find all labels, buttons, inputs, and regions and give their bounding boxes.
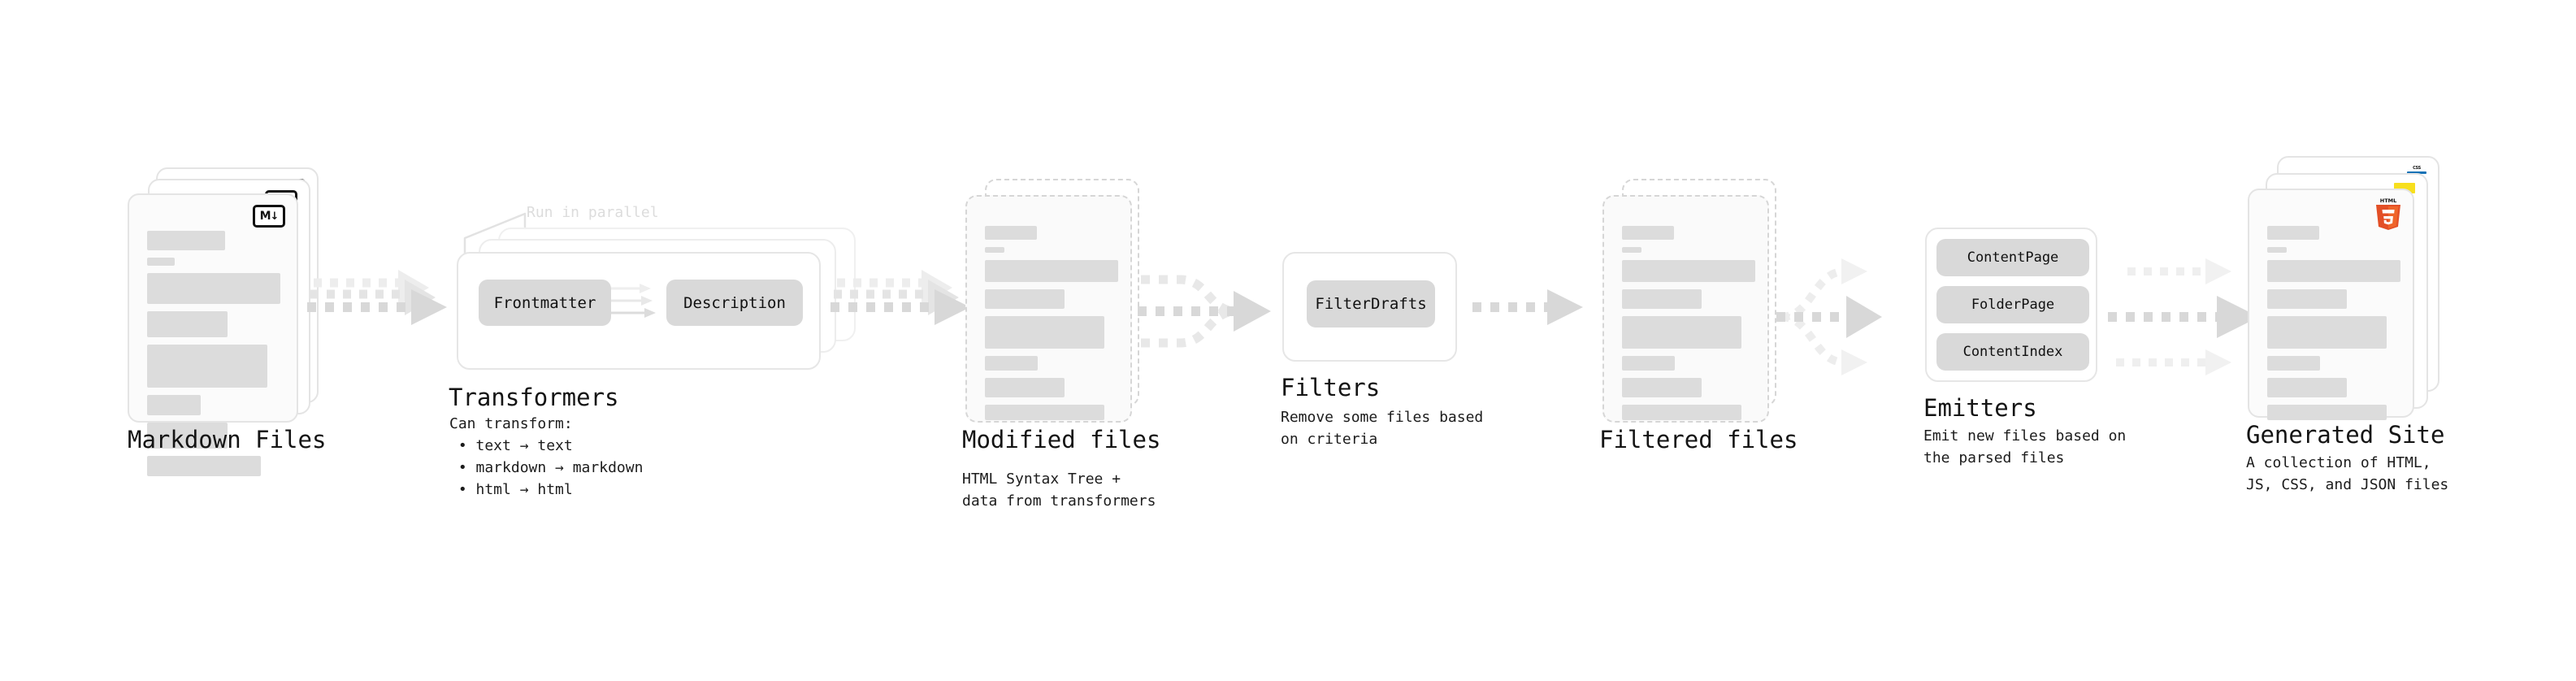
emitter-node-contentpage[interactable]: ContentPage: [1936, 239, 2089, 276]
markdown-icon: M↓: [253, 205, 285, 228]
css-icon: CSS: [2407, 166, 2426, 176]
skeleton-bar: [2267, 316, 2387, 349]
skeleton-bar: [1622, 226, 1674, 240]
emitters-box[interactable]: ContentPage FolderPage ContentIndex: [1925, 228, 2097, 382]
skeleton-bar: [147, 456, 261, 476]
skeleton-bar: [985, 260, 1118, 282]
filter-node-filterdrafts[interactable]: FilterDrafts: [1307, 280, 1435, 327]
skeleton-bar: [1622, 405, 1741, 420]
skeleton-bar: [985, 316, 1104, 349]
connector-transformers-to-modified: [830, 268, 977, 349]
stage-title-filtered-files: Filtered files: [1599, 426, 1798, 453]
stage-title-modified-files: Modified files: [962, 426, 1161, 453]
skeleton-bar: [985, 356, 1038, 371]
filtered-card-front[interactable]: [1602, 195, 1769, 423]
stage-desc-transformers: Can transform: • text → text • markdown …: [449, 415, 644, 498]
skeleton-bar: [985, 405, 1104, 420]
run-in-parallel-bracket: [462, 207, 567, 264]
skeleton-bar: [1622, 356, 1675, 371]
css-icon-bar: [2407, 171, 2426, 174]
connector-filters-to-filtered: [1472, 288, 1594, 337]
skeleton-bar: [2267, 356, 2320, 371]
skeleton-bar: [2267, 260, 2400, 282]
skeleton-bar: [1622, 378, 1702, 397]
skeleton-bar: [2267, 378, 2347, 397]
stage-title-markdown-files: Markdown Files: [128, 426, 327, 453]
skeleton-bar: [147, 395, 201, 415]
css-icon-label: CSS: [2413, 166, 2421, 171]
skeleton-bar: [1622, 289, 1702, 309]
svg-text:HTML: HTML: [2380, 197, 2396, 204]
skeleton-content: [147, 231, 280, 484]
modified-card-front[interactable]: [965, 195, 1132, 423]
stage-title-emitters: Emitters: [1923, 394, 2037, 422]
skeleton-bar: [147, 423, 228, 449]
transformer-inner-arrows: [605, 274, 664, 331]
filters-box[interactable]: FilterDrafts: [1282, 252, 1457, 362]
skeleton-content: [985, 226, 1118, 427]
stage-desc-emitters: Emit new files based on the parsed files: [1923, 427, 2127, 466]
connector-emitters-to-site: [2108, 244, 2279, 390]
skeleton-bar: [2267, 405, 2387, 420]
skeleton-bar: [147, 345, 267, 388]
skeleton-bar: [2267, 289, 2347, 309]
transformer-node-frontmatter[interactable]: Frontmatter: [479, 280, 611, 326]
connector-md-to-transformers: [307, 268, 453, 349]
skeleton-bar: [1622, 316, 1741, 349]
transformer-box-front[interactable]: Frontmatter Description: [457, 252, 821, 370]
skeleton-bar: [147, 231, 225, 250]
stage-desc-modified-files: HTML Syntax Tree + data from transformer…: [962, 471, 1156, 510]
site-card-front-html[interactable]: HTML: [2248, 189, 2414, 420]
run-in-parallel-label: Run in parallel: [527, 204, 659, 221]
skeleton-bar: [985, 378, 1065, 397]
skeleton-bar: [2267, 247, 2287, 253]
stage-desc-generated-site: A collection of HTML, JS, CSS, and JSON …: [2246, 454, 2449, 493]
skeleton-content: [1622, 226, 1755, 427]
stage-title-generated-site: Generated Site: [2246, 421, 2445, 449]
skeleton-bar: [1622, 260, 1755, 282]
skeleton-bar: [147, 258, 175, 266]
skeleton-bar: [2267, 226, 2319, 240]
html5-icon: HTML: [2374, 197, 2403, 231]
markdown-card-front[interactable]: M↓: [128, 193, 298, 476]
skeleton-bar: [985, 226, 1037, 240]
emitter-node-folderpage[interactable]: FolderPage: [1936, 286, 2089, 323]
stage-title-transformers: Transformers: [449, 384, 619, 411]
transformer-node-description[interactable]: Description: [666, 280, 803, 326]
skeleton-content: [2267, 226, 2400, 427]
skeleton-bar: [985, 247, 1004, 253]
connector-filtered-to-emitters: [1776, 244, 1939, 390]
skeleton-bar: [1622, 247, 1641, 253]
stage-desc-filters: Remove some files based on criteria: [1281, 409, 1484, 448]
connector-modified-to-filters: [1138, 267, 1284, 356]
skeleton-bar: [147, 311, 228, 337]
stage-title-filters: Filters: [1281, 374, 1381, 401]
emitter-node-contentindex[interactable]: ContentIndex: [1936, 333, 2089, 371]
skeleton-bar: [985, 289, 1065, 309]
skeleton-bar: [147, 273, 280, 304]
